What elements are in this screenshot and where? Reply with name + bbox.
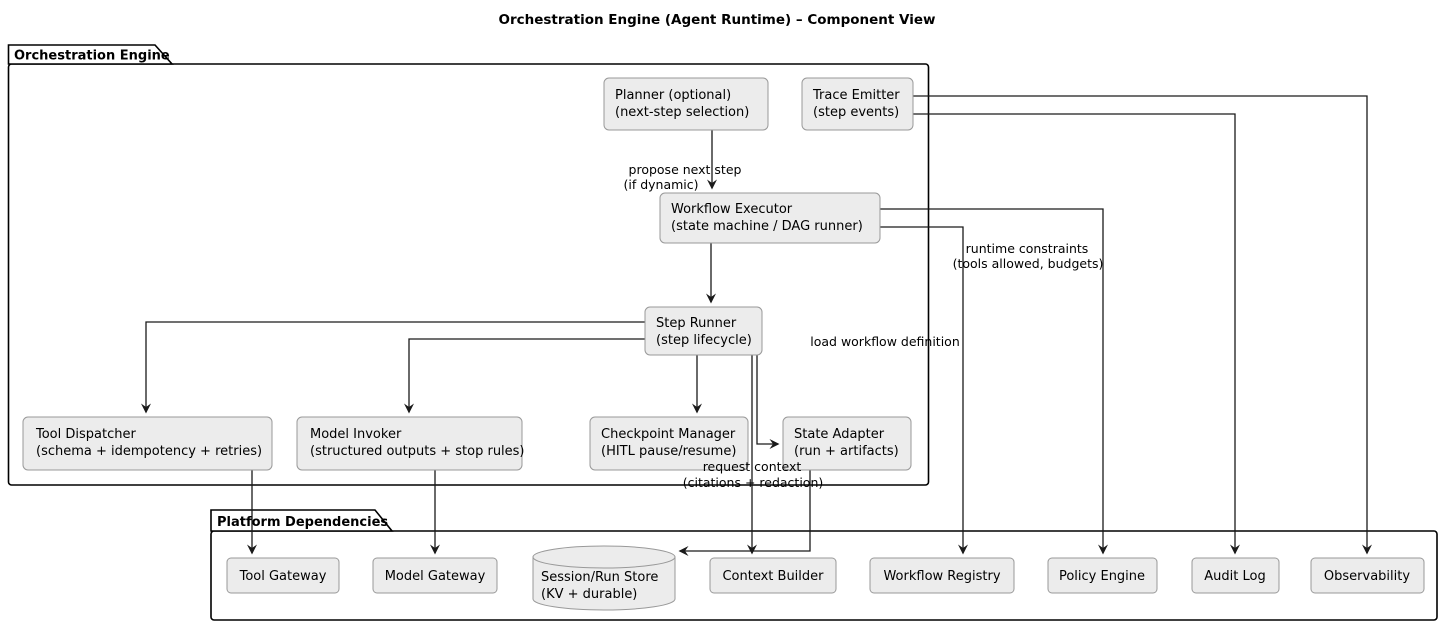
context-builder-box xyxy=(709,557,837,594)
propose-next-step-line1: propose next step xyxy=(629,162,742,177)
node-planner: Planner (optional) (next-step selection) xyxy=(603,77,769,131)
node-audit-log: Audit Log xyxy=(1191,557,1280,594)
state-adapter-box xyxy=(782,416,912,471)
edge-executor-to-workflow-registry xyxy=(880,226,968,555)
node-policy-engine: Policy Engine xyxy=(1047,557,1158,594)
audit-log-label: Audit Log xyxy=(1204,569,1265,584)
orchestration-engine-label: Orchestration Engine xyxy=(14,49,170,64)
session-run-store-cylinder-body xyxy=(532,557,676,611)
propose-next-step-line2: (if dynamic) xyxy=(623,177,698,192)
edge-label-propose-next-step: propose next step (if dynamic) xyxy=(623,162,741,192)
node-session-run-store: Session/Run Store (KV + durable) xyxy=(532,545,676,611)
orchestration-engine-tab xyxy=(7,44,174,65)
node-checkpoint-manager: Checkpoint Manager (HITL pause/resume) xyxy=(589,416,749,471)
observability-box xyxy=(1310,557,1425,594)
observability-label: Observability xyxy=(1324,569,1410,584)
trace-emitter-label-line2: (step events) xyxy=(813,105,899,120)
node-workflow-registry: Workflow Registry xyxy=(869,557,1015,594)
policy-engine-label: Policy Engine xyxy=(1059,569,1145,584)
step-runner-label-line1: Step Runner xyxy=(656,316,737,331)
edge-label-request-context: request context (citations + redaction) xyxy=(683,459,824,490)
edge-label-runtime-constraints: runtime constraints (tools allowed, budg… xyxy=(953,241,1104,271)
workflow-executor-box xyxy=(659,192,881,244)
model-invoker-box xyxy=(296,416,523,471)
platform-dependencies-tab xyxy=(210,509,394,532)
planner-box xyxy=(603,77,769,131)
orchestration-engine-container xyxy=(7,63,930,486)
session-run-store-label-line1: Session/Run Store xyxy=(541,570,658,585)
tool-dispatcher-box xyxy=(22,416,273,471)
model-invoker-label-line1: Model Invoker xyxy=(310,427,402,442)
edge-label-load-workflow-definition: load workflow definition xyxy=(810,334,960,349)
diagram-title: Orchestration Engine (Agent Runtime) – C… xyxy=(498,12,935,28)
model-gateway-label: Model Gateway xyxy=(385,569,486,584)
session-run-store-cylinder-top xyxy=(532,545,676,569)
edge-trace-emitter-to-audit-log xyxy=(913,113,1240,555)
context-builder-label: Context Builder xyxy=(722,569,824,584)
node-workflow-executor: Workflow Executor (state machine / DAG r… xyxy=(659,192,881,244)
step-runner-box xyxy=(644,306,763,356)
state-adapter-label-line1: State Adapter xyxy=(794,427,885,442)
checkpoint-manager-label-line2: (HITL pause/resume) xyxy=(601,444,736,459)
node-context-builder: Context Builder xyxy=(709,557,837,594)
trace-emitter-box xyxy=(801,77,914,131)
session-run-store-label-line2: (KV + durable) xyxy=(541,587,637,602)
state-adapter-label-line2: (run + artifacts) xyxy=(794,444,899,459)
node-observability: Observability xyxy=(1310,557,1425,594)
model-gateway-box xyxy=(372,557,498,594)
node-tool-dispatcher: Tool Dispatcher (schema + idempotency + … xyxy=(22,416,273,471)
request-context-line1: request context xyxy=(703,459,802,474)
policy-engine-box xyxy=(1047,557,1158,594)
planner-label-line2: (next-step selection) xyxy=(615,105,749,120)
node-step-runner: Step Runner (step lifecycle) xyxy=(644,306,763,356)
edge-step-runner-to-state-adapter xyxy=(756,355,780,449)
workflow-executor-label-line2: (state machine / DAG runner) xyxy=(671,219,863,234)
platform-dependencies-label: Platform Dependencies xyxy=(217,515,388,530)
node-trace-emitter: Trace Emitter (step events) xyxy=(801,77,914,131)
edge-state-adapter-to-session-store xyxy=(678,470,811,556)
runtime-constraints-line1: runtime constraints xyxy=(966,241,1089,256)
step-runner-label-line2: (step lifecycle) xyxy=(656,333,752,348)
node-state-adapter: State Adapter (run + artifacts) xyxy=(782,416,912,471)
model-invoker-label-line2: (structured outputs + stop rules) xyxy=(310,444,525,459)
tool-gateway-label: Tool Gateway xyxy=(239,569,327,584)
edge-step-runner-to-model-invoker xyxy=(404,338,645,414)
workflow-registry-label: Workflow Registry xyxy=(883,569,1000,584)
audit-log-box xyxy=(1191,557,1280,594)
tool-dispatcher-label-line1: Tool Dispatcher xyxy=(35,427,136,442)
planner-label-line1: Planner (optional) xyxy=(615,88,731,103)
node-model-gateway: Model Gateway xyxy=(372,557,498,594)
workflow-registry-box xyxy=(869,557,1015,594)
workflow-executor-label-line1: Workflow Executor xyxy=(671,202,793,217)
edge-step-runner-to-tool-dispatcher xyxy=(141,321,645,414)
node-model-invoker: Model Invoker (structured outputs + stop… xyxy=(296,416,525,471)
edge-executor-to-policy-engine xyxy=(880,208,1108,555)
checkpoint-manager-label-line1: Checkpoint Manager xyxy=(601,427,736,442)
tool-dispatcher-label-line2: (schema + idempotency + retries) xyxy=(36,444,262,459)
tool-gateway-box xyxy=(226,557,340,594)
checkpoint-manager-box xyxy=(589,416,749,471)
runtime-constraints-line2: (tools allowed, budgets) xyxy=(953,256,1104,271)
edge-trace-emitter-to-observability xyxy=(913,95,1372,555)
request-context-line2: (citations + redaction) xyxy=(683,475,824,490)
platform-dependencies-container xyxy=(210,530,1438,621)
trace-emitter-label-line1: Trace Emitter xyxy=(812,88,900,103)
node-tool-gateway: Tool Gateway xyxy=(226,557,340,594)
